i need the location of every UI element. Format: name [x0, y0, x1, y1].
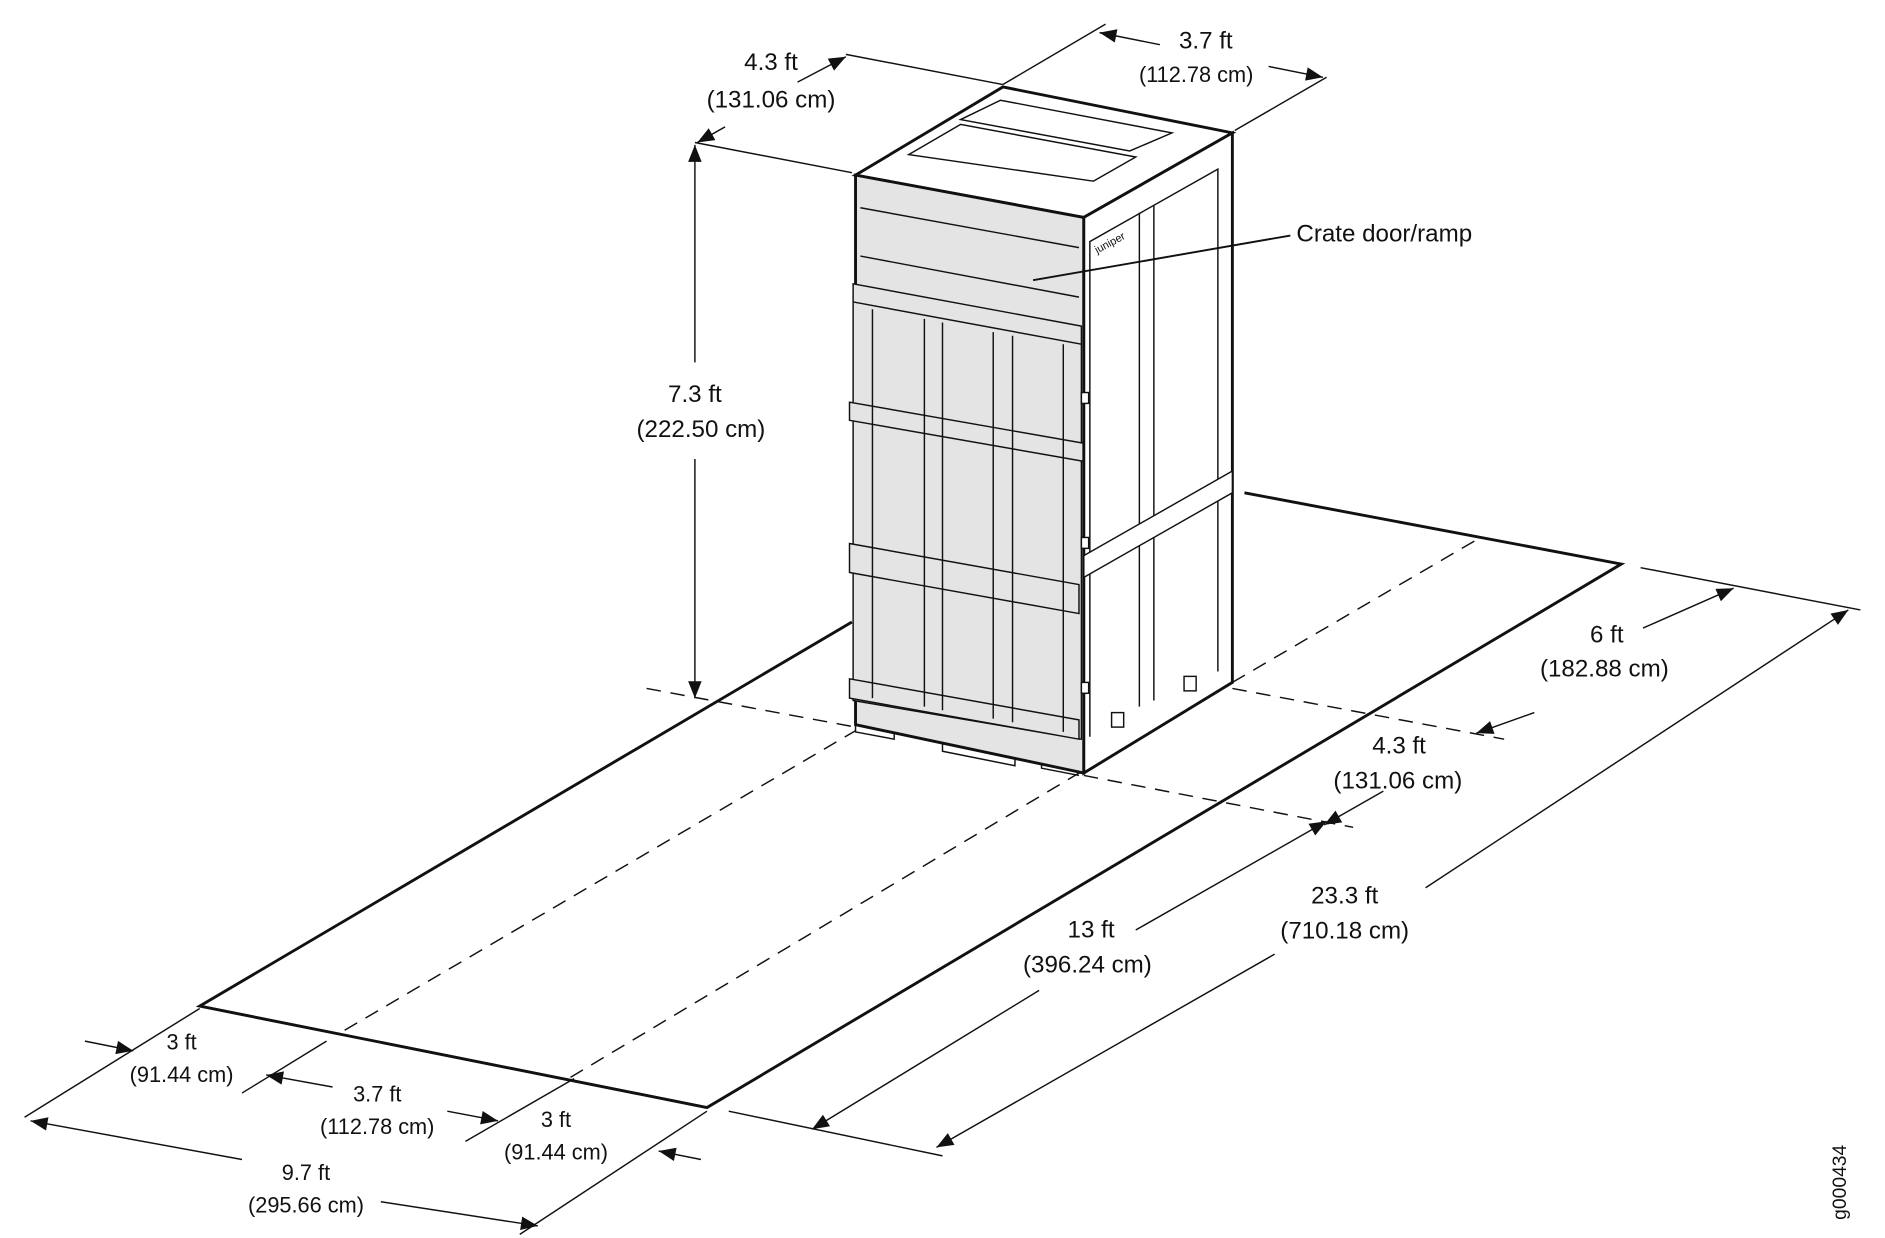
dimension-lines [24, 23, 1861, 1235]
crate-height-cm: (222.50 cm) [637, 416, 766, 443]
floor-clearance-area [195, 491, 1626, 1110]
rear-clearance-cm: (182.88 cm) [1540, 655, 1669, 682]
right-side-cm: (91.44 cm) [504, 1139, 608, 1164]
right-side-ft: 3 ft [541, 1107, 571, 1132]
rear-clearance-ft: 6 ft [1590, 622, 1624, 649]
crate-height-ft: 7.3 ft [668, 381, 722, 408]
crate-depth-cm: (131.06 cm) [707, 86, 836, 113]
total-length-ft: 23.3 ft [1311, 882, 1378, 909]
crate-length-floor-cm: (131.06 cm) [1333, 768, 1462, 795]
center-width-cm: (112.78 cm) [320, 1114, 434, 1139]
crate-length-floor-ft: 4.3 ft [1372, 733, 1426, 760]
crate-width-cm: (112.78 cm) [1139, 62, 1253, 87]
left-side-ft: 3 ft [166, 1030, 196, 1055]
figure-id: g000434 [1830, 1144, 1851, 1219]
total-length-cm: (710.18 cm) [1280, 917, 1409, 944]
crate-door-ramp [848, 282, 1085, 741]
callout-leader [1032, 234, 1291, 282]
crate-width-ft: 3.7 ft [1179, 27, 1233, 54]
total-width-cm: (295.66 cm) [248, 1193, 364, 1218]
center-width-ft: 3.7 ft [353, 1082, 401, 1107]
callout-crate-door-ramp: Crate door/ramp [1296, 221, 1472, 248]
ramp-length-cm: (396.24 cm) [1023, 951, 1152, 978]
shipping-crate: juniper [848, 85, 1237, 777]
total-width-ft: 9.7 ft [282, 1160, 330, 1185]
left-side-cm: (91.44 cm) [130, 1062, 234, 1087]
ramp-length-ft: 13 ft [1068, 916, 1115, 943]
crate-depth-ft: 4.3 ft [744, 49, 798, 76]
